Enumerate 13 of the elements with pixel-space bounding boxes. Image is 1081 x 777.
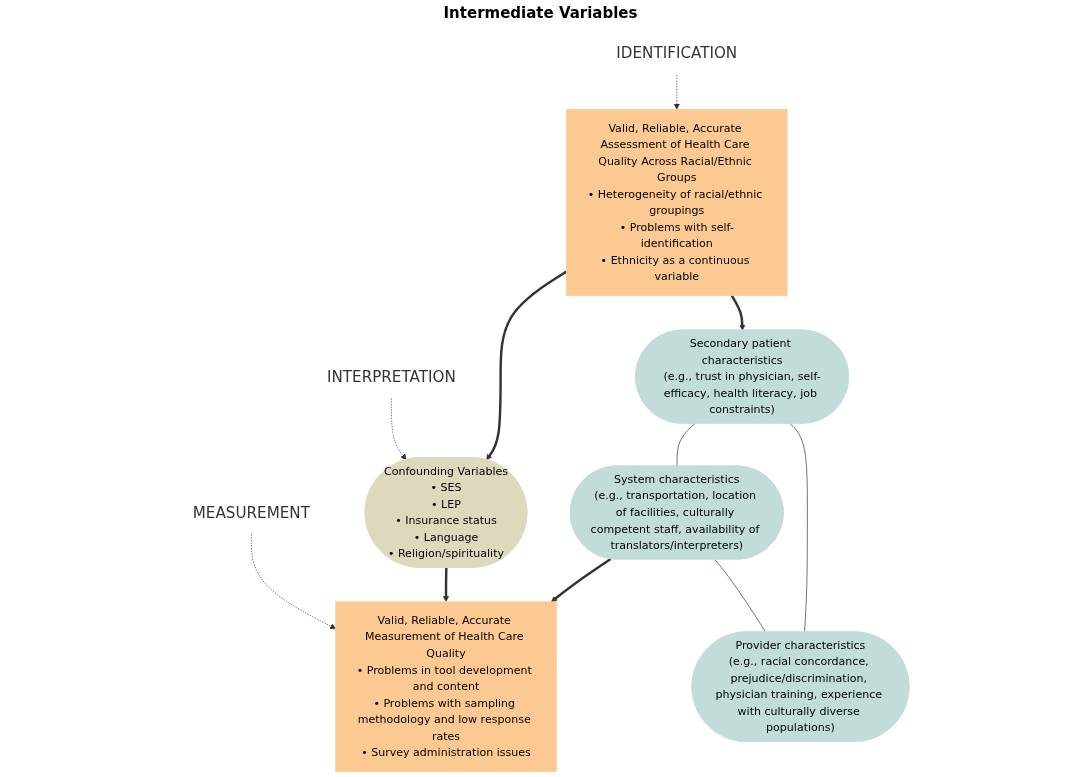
connector	[714, 559, 767, 633]
arrow	[730, 295, 746, 331]
arrow	[486, 270, 568, 461]
node-text: IDENTIFICATION	[616, 44, 738, 62]
arrow	[442, 567, 449, 603]
node-box: Valid, Reliable, Accurate Assessment of Health Care Quality Across Racial/Ethnic Groups • Heterogeneity of racial/ethnic groupings • Problems with self-identification • Ethnicity as a continuous variable	[566, 109, 788, 296]
node-box: Valid, Reliable, Accurate Measurement of Health Care Quality • Problems in tool development and content • Problems with sampling methodology and low response rates • Survey administration issues	[335, 601, 557, 772]
section-heading: Intermediate Variables	[443, 4, 638, 22]
arrow	[551, 557, 612, 603]
connector	[676, 423, 696, 467]
node-text: INTERPRETATION	[326, 368, 456, 386]
connector	[789, 423, 808, 633]
node-text: MEASUREMENT	[192, 503, 310, 522]
